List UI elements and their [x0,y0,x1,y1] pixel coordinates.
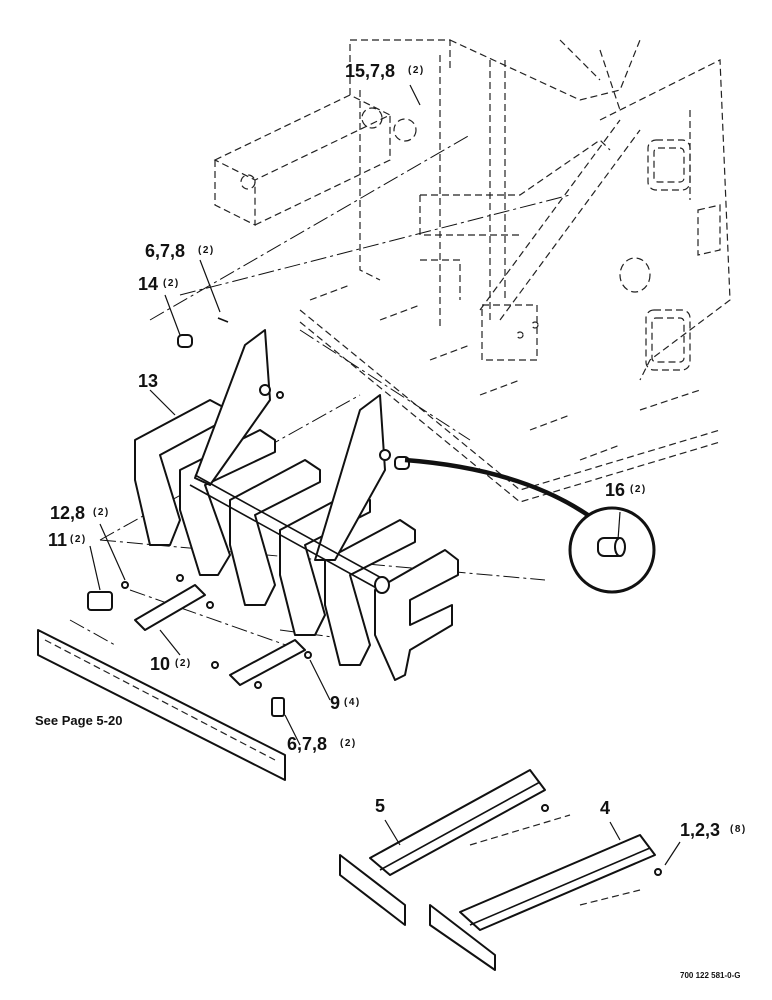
svg-text:(2): (2) [630,484,647,495]
callout-16: 16 (2) [605,480,647,500]
straps-and-spacers [87,574,312,717]
guard-assembly [134,317,459,681]
svg-text:4: 4 [600,798,610,818]
svg-text:(2): (2) [70,534,87,545]
svg-text:14: 14 [138,274,158,294]
callout-1-2-3: 1,2,3 (8) [680,820,747,840]
drawing-number: 700 122 581-0-G [680,971,741,980]
svg-text:12,8: 12,8 [50,503,85,523]
svg-text:6,7,8: 6,7,8 [287,734,327,754]
callout-11: 11 (2) [48,530,87,550]
svg-text:6,7,8: 6,7,8 [145,241,185,261]
svg-text:9: 9 [330,693,340,713]
side-rail [37,629,286,781]
callout-14: 14 (2) [138,274,180,294]
svg-text:5: 5 [375,796,385,816]
machine-frame [213,39,731,503]
assembly-phantom-lines [69,134,571,651]
callout-4: 4 [600,798,610,818]
svg-text:(2): (2) [93,507,110,518]
callout-10: 10 (2) [150,654,192,674]
reference-note: See Page 5-20 [35,713,122,728]
callout-6-7-8-bottom: 6,7,8 (2) [287,734,357,754]
svg-text:(2): (2) [198,245,215,256]
svg-text:16: 16 [605,480,625,500]
svg-text:(8): (8) [730,824,747,835]
svg-text:(2): (2) [340,738,357,749]
svg-text:11: 11 [48,530,67,550]
svg-text:13: 13 [138,371,158,391]
callout-5: 5 [375,796,385,816]
svg-text:1,2,3: 1,2,3 [680,820,720,840]
skid-shoes [339,769,662,971]
detail-circle-16 [404,457,656,594]
callout-9: 9 (4) [330,693,361,713]
svg-text:10: 10 [150,654,170,674]
callout-13: 13 [138,371,158,391]
svg-text:15,7,8: 15,7,8 [345,61,395,81]
svg-text:(2): (2) [175,658,192,669]
svg-text:(4): (4) [344,697,361,708]
leader-lines [89,84,681,866]
callout-15-7-8: 15,7,8 (2) [345,61,425,81]
svg-text:(2): (2) [408,65,425,76]
callout-12-8: 12,8 (2) [50,503,110,523]
svg-text:(2): (2) [163,278,180,289]
callout-6-7-8-top: 6,7,8 (2) [145,241,215,261]
